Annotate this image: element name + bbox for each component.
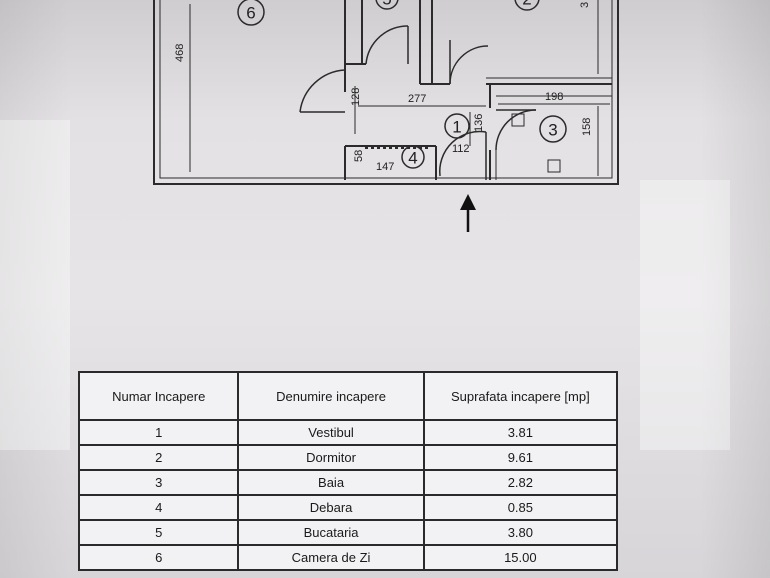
glare-right xyxy=(640,180,730,450)
room-marker-1 xyxy=(444,113,470,139)
door-swing-5 xyxy=(365,25,409,65)
door-swing-6 xyxy=(299,69,346,113)
table-row: 4 Debara 0.85 xyxy=(77,494,619,521)
cell-area: 0.85 xyxy=(422,494,619,521)
header-room-name: Denumire incapere xyxy=(237,371,425,421)
floor-plan-walls xyxy=(153,0,619,185)
cell-name: Vestibul xyxy=(237,419,425,446)
dim-128: 128 xyxy=(350,88,362,106)
glare-left xyxy=(0,120,70,450)
cell-area: 3.80 xyxy=(422,519,619,546)
cell-area: 3.81 xyxy=(422,419,619,446)
dim-468: 468 xyxy=(174,44,186,62)
dim-277: 277 xyxy=(408,93,426,105)
room-marker-5 xyxy=(375,0,399,10)
header-room-area: Suprafata incapere [mp] xyxy=(422,371,619,421)
room-marker-6 xyxy=(237,0,265,26)
outer-wall-inner xyxy=(159,0,613,179)
outer-wall xyxy=(153,0,619,185)
cell-number: 4 xyxy=(77,494,240,521)
dim-158: 158 xyxy=(581,118,593,136)
cell-number: 5 xyxy=(77,519,240,546)
door-swing-3 xyxy=(495,109,537,151)
room-number-5: 5 xyxy=(382,0,391,9)
dim-147: 147 xyxy=(376,161,394,173)
room-marker-2 xyxy=(514,0,540,11)
cell-name: Bucataria xyxy=(237,519,425,546)
fixture-bath xyxy=(547,159,561,173)
table-row: 6 Camera de Zi 15.00 xyxy=(77,544,619,571)
room-table: Numar Incapere Denumire incapere Suprafa… xyxy=(77,371,619,571)
dim-198: 198 xyxy=(545,91,563,103)
room-markers xyxy=(237,0,567,169)
cell-number: 1 xyxy=(77,419,240,446)
room-marker-3 xyxy=(539,115,567,143)
floor-plan: 6 5 2 1 3 4 468 277 198 158 128 58 147 1… xyxy=(153,0,619,232)
cell-number: 2 xyxy=(77,444,240,471)
table-header-row: Numar Incapere Denumire incapere Suprafa… xyxy=(77,371,619,421)
dim-136: 136 xyxy=(473,114,485,132)
dim-58: 58 xyxy=(353,150,365,162)
table-row: 1 Vestibul 3.81 xyxy=(77,419,619,446)
dim-top-right: 3 xyxy=(579,2,591,8)
header-room-number: Numar Incapere xyxy=(77,371,240,421)
room-marker-4 xyxy=(401,145,425,169)
cell-area: 2.82 xyxy=(422,469,619,496)
table-row: 3 Baia 2.82 xyxy=(77,469,619,496)
cell-name: Baia xyxy=(237,469,425,496)
room-number-6: 6 xyxy=(246,4,255,23)
dim-112: 112 xyxy=(452,143,470,155)
cell-name: Debara xyxy=(237,494,425,521)
door-swing-2 xyxy=(449,45,489,85)
table-row: 5 Bucataria 3.80 xyxy=(77,519,619,546)
room-number-4: 4 xyxy=(408,149,417,168)
room-number-2: 2 xyxy=(522,0,531,9)
table-row: 2 Dormitor 9.61 xyxy=(77,444,619,471)
room-number-1: 1 xyxy=(452,118,461,137)
room-number-3: 3 xyxy=(548,121,557,140)
cell-area: 15.00 xyxy=(422,544,619,571)
fixture-bath-2 xyxy=(511,113,525,127)
cell-area: 9.61 xyxy=(422,444,619,471)
cell-number: 6 xyxy=(77,544,240,571)
cell-name: Camera de Zi xyxy=(237,544,425,571)
entrance-arrow-icon xyxy=(460,194,476,232)
cell-name: Dormitor xyxy=(237,444,425,471)
door-swing-entry xyxy=(439,130,487,177)
cell-number: 3 xyxy=(77,469,240,496)
